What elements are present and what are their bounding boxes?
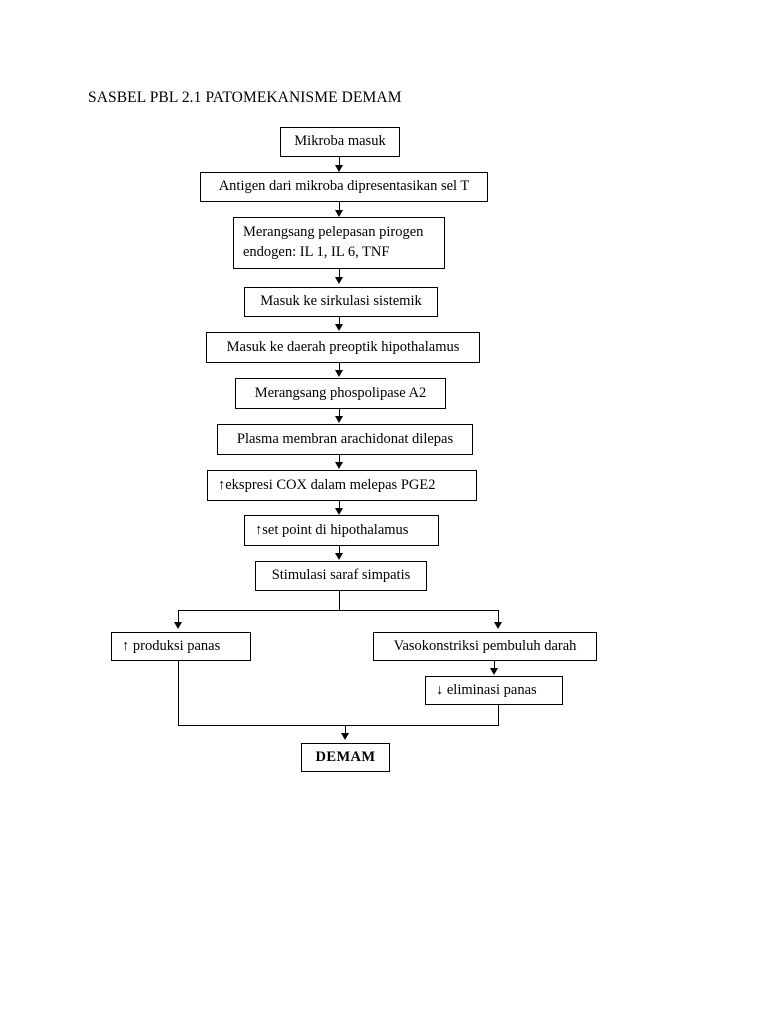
flow-node-label: Plasma membran arachidonat dilepas — [236, 430, 454, 447]
flow-node-label: Vasokonstriksi pembuluh darah — [393, 637, 577, 654]
connector-n8-n9 — [339, 501, 340, 511]
connector-n3-n4 — [339, 269, 340, 280]
flow-node-arachidonat-dilepas: Plasma membran arachidonat dilepas — [217, 424, 473, 455]
flow-node-label: ↑set point di hipothalamus — [255, 521, 409, 538]
arrowhead-split-to-vasokonstriksi — [494, 622, 502, 629]
flow-node-produksi-panas: ↑ produksi panas — [111, 632, 251, 661]
connector-n4-n5 — [339, 317, 340, 326]
connector-merge-horizontal — [178, 725, 499, 726]
connector-produksi-panas-down — [178, 661, 179, 725]
arrowhead-n8-n9 — [335, 508, 343, 515]
flow-node-label-line2: endogen: IL 1, IL 6, TNF — [243, 243, 390, 260]
connector-n2-n3 — [339, 202, 340, 213]
flow-node-demam: DEMAM — [301, 743, 390, 772]
connector-split-right-drop — [498, 610, 499, 624]
arrowhead-n1-n2 — [335, 165, 343, 172]
arrowhead-n9-n10 — [335, 553, 343, 560]
flow-node-label-line1: Merangsang pelepasan pirogen — [243, 224, 424, 240]
flow-node-label: ↑ produksi panas — [122, 637, 221, 654]
flow-node-label: Stimulasi saraf simpatis — [271, 567, 411, 584]
flow-node-label: Mikroba masuk — [294, 133, 386, 150]
flow-node-set-point-hipothalamus: ↑set point di hipothalamus — [244, 515, 439, 546]
flow-node-ekspresi-cox: ↑ekspresi COX dalam melepas PGE2 — [207, 470, 477, 501]
arrowhead-split-to-produksi-panas — [174, 622, 182, 629]
flow-node-label: ↓ eliminasi panas — [436, 681, 537, 698]
arrowhead-n2-n3 — [335, 210, 343, 217]
flow-node-antigen-dipresentasikan: Antigen dari mikroba dipresentasikan sel… — [200, 172, 488, 202]
page-title: SASBEL PBL 2.1 PATOMEKANISME DEMAM — [88, 89, 402, 106]
connector-split-horizontal — [178, 610, 499, 611]
flow-node-label: Masuk ke sirkulasi sistemik — [260, 293, 422, 310]
flow-node-label: ↑ekspresi COX dalam melepas PGE2 — [218, 476, 436, 493]
flow-node-eliminasi-panas: ↓ eliminasi panas — [425, 676, 563, 705]
flow-node-sirkulasi-sistemik: Masuk ke sirkulasi sistemik — [244, 287, 438, 317]
flow-node-label: DEMAM — [315, 748, 376, 765]
connector-n1-n2 — [339, 157, 340, 168]
arrowhead-n5-n6 — [335, 370, 343, 377]
connector-split-left-drop — [178, 610, 179, 624]
connector-n12-n13 — [494, 661, 495, 670]
flow-node-pelepasan-pirogen: Merangsang pelepasan pirogen endogen: IL… — [233, 217, 445, 269]
arrowhead-n4-n5 — [335, 324, 343, 331]
arrowhead-merge-to-demam — [341, 733, 349, 740]
connector-n6-n7 — [339, 409, 340, 419]
flow-node-vasokonstriksi-pembuluh-darah: Vasokonstriksi pembuluh darah — [373, 632, 597, 661]
flow-node-phospolipase-a2: Merangsang phospolipase A2 — [235, 378, 446, 409]
flow-node-label: Merangsang phospolipase A2 — [254, 384, 427, 401]
connector-merge-to-demam — [345, 725, 346, 736]
flow-node-label: Masuk ke daerah preoptik hipothalamus — [226, 338, 460, 355]
connector-n7-n8 — [339, 455, 340, 465]
flow-node-label: Antigen dari mikroba dipresentasikan sel… — [218, 178, 470, 195]
arrowhead-n7-n8 — [335, 462, 343, 469]
connector-n5-n6 — [339, 363, 340, 373]
arrowhead-n6-n7 — [335, 416, 343, 423]
flow-node-stimulasi-saraf-simpatis: Stimulasi saraf simpatis — [255, 561, 427, 591]
arrowhead-n12-n13 — [490, 668, 498, 675]
connector-n10-split-stem — [339, 591, 340, 610]
flow-node-preoptik-hipothalamus: Masuk ke daerah preoptik hipothalamus — [206, 332, 480, 363]
arrowhead-n3-n4 — [335, 277, 343, 284]
flow-node-mikroba-masuk: Mikroba masuk — [280, 127, 400, 157]
connector-eliminasi-panas-down — [498, 705, 499, 725]
connector-n9-n10 — [339, 546, 340, 554]
